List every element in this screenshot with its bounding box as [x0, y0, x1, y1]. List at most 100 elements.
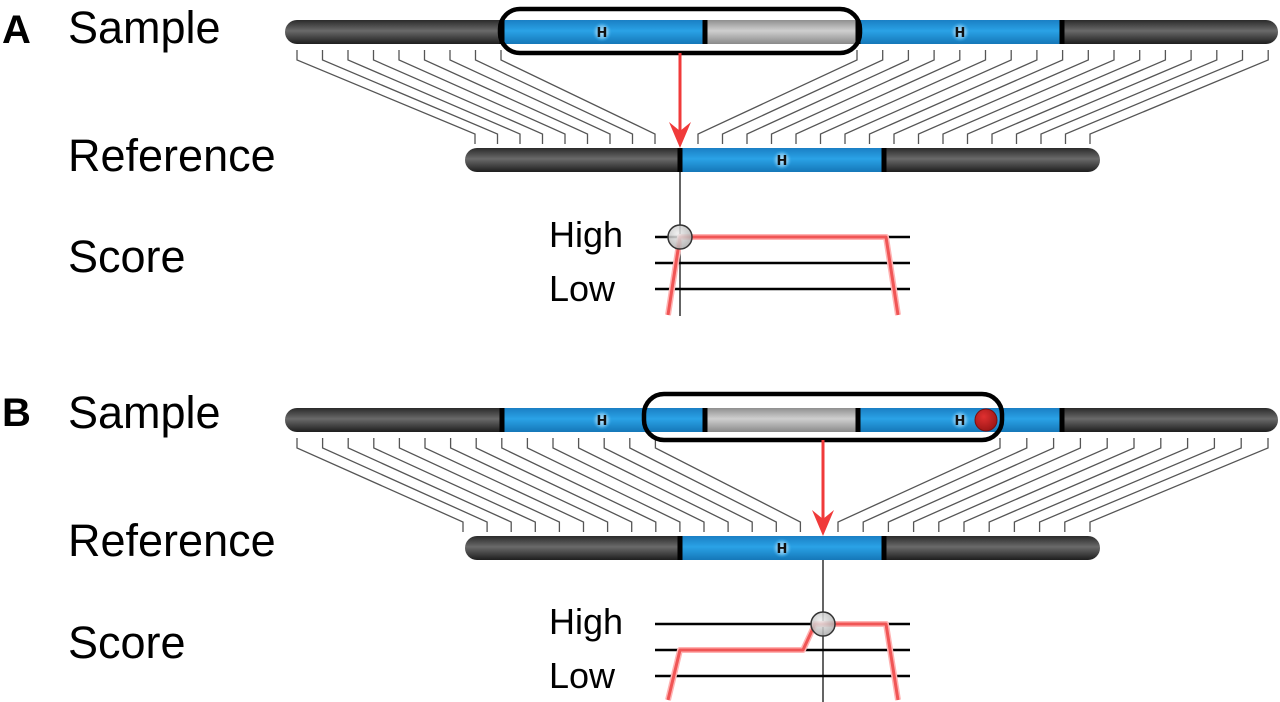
alignment-connector-line: [500, 50, 656, 144]
score-high-label-a: High: [549, 214, 623, 255]
panel-b-reference-chromosome-divider: [677, 536, 683, 560]
score-label-a: Score: [68, 231, 186, 282]
panel-a-sample-h-marker: H: [955, 26, 966, 41]
score-high-label-b: High: [549, 601, 623, 642]
panel-a-sample-chromosome: [285, 20, 1278, 44]
panel-a-sample-chromosome-segment-grey: [705, 20, 858, 44]
alignment-connector-line: [746, 50, 910, 144]
alignment-connector-line: [1089, 438, 1269, 532]
panel-a-reference-chromosome-segment-dark: [465, 148, 680, 172]
panel-b-score-profile: [666, 622, 900, 701]
panel-b-reference-chromosome-divider: [881, 536, 887, 560]
alignment-connector-line: [938, 438, 1108, 532]
panel-b-reference-chromosome-segment-dark: [465, 536, 680, 560]
panel-a-score-marker: [667, 224, 693, 250]
panel-b-sample-h-marker-glow: [592, 410, 612, 430]
alignment-connector-line: [373, 438, 536, 532]
alignment-connector-line: [449, 438, 609, 532]
panel-a-reference-chromosome-divider: [881, 148, 887, 172]
alignment-connector-line: [963, 438, 1135, 532]
alignment-connector-line: [887, 438, 1055, 532]
alignment-connector-line: [942, 50, 1115, 144]
score-low-label-a: Low: [549, 268, 616, 309]
alignment-connector-line: [424, 438, 585, 532]
alignment-connector-line: [862, 438, 1028, 532]
alignment-connector-line: [966, 50, 1141, 144]
panel-b-reference-h-marker-glow: [772, 538, 792, 558]
alignment-connector-line: [770, 50, 935, 144]
alignment-connector-line: [991, 50, 1167, 144]
alignment-connector-line: [449, 50, 611, 144]
alignment-connector-line: [296, 50, 476, 144]
panel-b-sample-h-marker: H: [597, 414, 608, 429]
panel-b-sample-chromosome-segment-dark: [1062, 408, 1278, 432]
alignment-connector-line: [654, 438, 802, 532]
alignment-connector-line: [423, 50, 589, 144]
alignment-connector-line: [795, 50, 961, 144]
alignment-connector-line: [1064, 438, 1242, 532]
alignment-connector-line: [1038, 438, 1216, 532]
panel-a-score-profile-glow: [665, 234, 901, 316]
panel-b-connectors: [296, 438, 1269, 532]
alignment-connector-line: [321, 438, 488, 532]
score-label-b: Score: [68, 617, 186, 668]
panel-b: B Sample Reference Score High Low H H H: [2, 387, 1278, 702]
alignment-connector-line: [629, 438, 777, 532]
reference-label-b: Reference: [68, 515, 276, 566]
panel-a-sample-h-marker-glow: [592, 22, 612, 42]
panel-a-sample-h-marker: H: [597, 26, 608, 41]
panel-b-score-profile-glow: [665, 621, 901, 701]
panel-b-sample-chromosome-divider: [855, 408, 861, 432]
panel-b-sample-h-marker: H: [955, 414, 966, 429]
panel-letter-a: A: [2, 8, 31, 52]
alignment-connector-line: [321, 50, 499, 144]
panel-a-reference-chromosome-segment-dark: [884, 148, 1100, 172]
score-low-label-b: Low: [549, 655, 616, 696]
alignment-connector-line: [868, 50, 1038, 144]
alignment-connector-line: [372, 50, 544, 144]
panel-b-sample-chromosome-segment-grey: [705, 408, 858, 432]
panel-letter-b: B: [2, 391, 31, 435]
alignment-connector-line: [526, 438, 681, 532]
alignment-connector-line: [577, 438, 729, 532]
panel-b-sample-chromosome-divider: [702, 408, 708, 432]
panel-b-sample-chromosome-divider: [499, 408, 505, 432]
panel-b-sample-chromosome-segment-dark: [285, 408, 502, 432]
alignment-connector-line: [1015, 50, 1192, 144]
panel-a-arrow-head: [669, 122, 691, 148]
alignment-connector-line: [347, 438, 512, 532]
alignment-connector-line: [912, 438, 1082, 532]
reference-label-a: Reference: [68, 130, 276, 181]
panel-a-sample-h-marker-glow: [950, 22, 970, 42]
panel-b-graphics: H H H: [285, 391, 1278, 702]
alignment-connector-line: [296, 438, 464, 532]
sample-label-b: Sample: [68, 387, 221, 438]
alignment-connector-line: [837, 438, 1001, 532]
panel-a-sample-chromosome-divider: [1059, 20, 1065, 44]
alignment-connector-line: [1064, 50, 1244, 144]
panel-b-sample-h-marker-glow: [950, 410, 970, 430]
panel-b-variant-dot: [974, 408, 998, 432]
alignment-connector-line: [721, 50, 884, 144]
panel-b-reference-chromosome-segment-dark: [884, 536, 1100, 560]
alignment-connector-line: [917, 50, 1089, 144]
panel-b-score-marker: [810, 611, 836, 637]
alignment-connector-line: [398, 438, 561, 532]
panel-a-sample-chromosome-divider: [702, 20, 708, 44]
panel-a-sample-chromosome-segment-dark: [1062, 20, 1278, 44]
panel-b-sample-chromosome: [285, 408, 1278, 432]
panel-a-sample-chromosome-segment-dark: [285, 20, 502, 44]
alignment-connector-line: [1089, 50, 1269, 144]
alignment-connector-line: [819, 50, 987, 144]
alignment-connector-line: [347, 50, 521, 144]
panel-a-connectors: [296, 50, 1269, 144]
panel-b-reference-h-marker: H: [777, 542, 788, 557]
sample-label-a: Sample: [68, 2, 221, 53]
panel-b-arrow-head: [812, 510, 834, 536]
panel-b-sample-chromosome-divider: [1059, 408, 1065, 432]
alignment-connector-line: [501, 438, 657, 532]
alignment-connector-line: [474, 50, 634, 144]
alignment-connector-line: [1013, 438, 1189, 532]
